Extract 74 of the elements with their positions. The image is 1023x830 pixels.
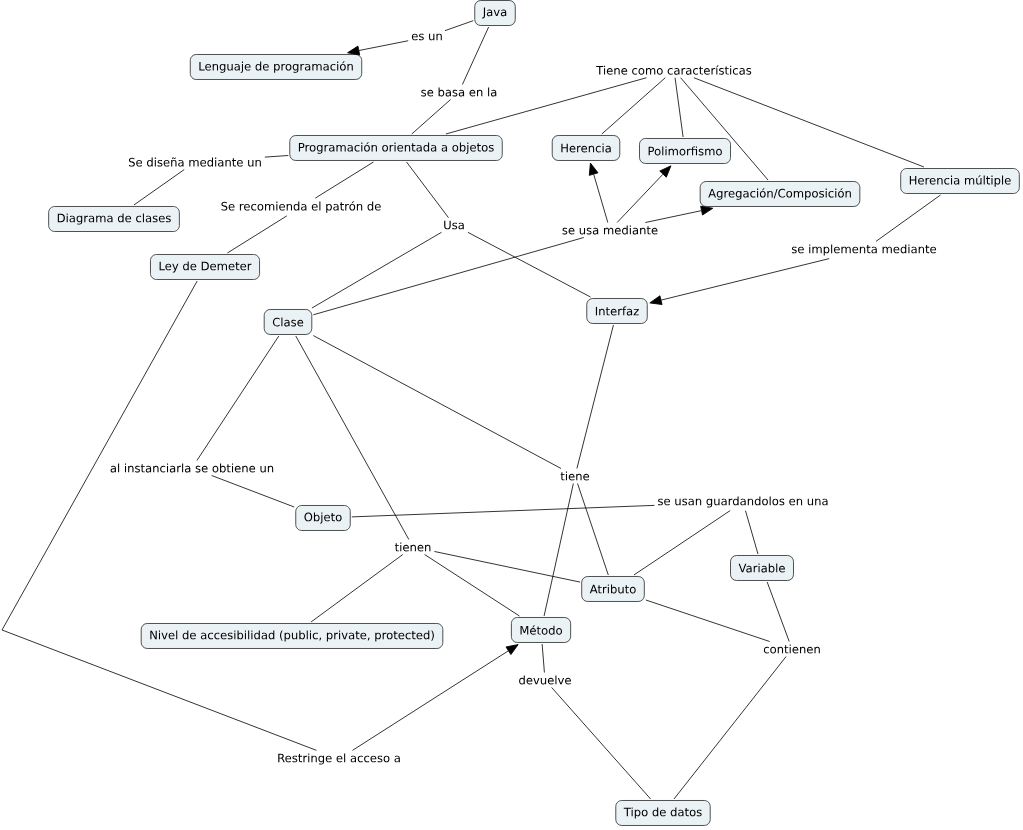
- concept-box: Objeto: [295, 505, 351, 531]
- concept-box: Tipo de datos: [615, 800, 711, 826]
- connector-line: [467, 231, 591, 298]
- concept-box: Java: [474, 0, 516, 26]
- concept-box: Programación orientada a objetos: [289, 135, 503, 161]
- arrow: [588, 162, 609, 223]
- concept-box: Lenguaje de programación: [189, 54, 363, 80]
- connector-line: [351, 504, 655, 518]
- linking-phrase: contienen: [763, 644, 820, 654]
- linking-phrase: se usan guardandolos en una: [658, 496, 828, 508]
- linking-phrase: tiene: [560, 471, 590, 481]
- connector-line: [543, 483, 574, 617]
- concept-box: Variable: [730, 555, 794, 581]
- concept-box: Ley de Demeter: [150, 254, 260, 280]
- connector-line: [434, 551, 581, 583]
- arrow: [616, 165, 672, 223]
- connector-line: [645, 599, 771, 642]
- linking-phrase: se usa mediante: [562, 225, 658, 235]
- concept-box: Herencia múltiple: [900, 168, 1020, 194]
- connector-line: [462, 26, 490, 85]
- connector-line: [311, 231, 442, 309]
- connector-line: [673, 656, 787, 800]
- arrow: [352, 644, 519, 751]
- connector-line: [312, 237, 585, 316]
- connector-line: [576, 324, 614, 469]
- connector-line: [445, 77, 647, 135]
- connector-line: [196, 335, 280, 461]
- connector-line: [227, 215, 288, 254]
- linking-phrase: Se diseña mediante un: [128, 157, 261, 167]
- concept-box: Diagrama de clases: [48, 206, 180, 232]
- connector-line: [633, 510, 731, 576]
- connector-line: [133, 169, 185, 206]
- connector-line: [551, 687, 651, 800]
- connector-line: [541, 643, 545, 673]
- concept-box: Nivel de accesibilidad (public, private, protected): [140, 623, 444, 649]
- connector-line: [693, 77, 925, 168]
- connector-line: [601, 77, 666, 135]
- connector-line: [310, 554, 404, 623]
- concept-box: Método: [511, 617, 572, 643]
- linking-phrase: al instanciarla se obtiene un: [110, 463, 274, 473]
- connector-line: [406, 161, 449, 219]
- connector-line: [264, 155, 289, 158]
- concept-box: Clase: [263, 309, 313, 335]
- concept-box: Polimorfismo: [639, 138, 731, 164]
- connector-line: [211, 475, 295, 508]
- linking-phrase: devuelve: [519, 675, 571, 685]
- linking-phrase: Usa: [444, 220, 464, 230]
- linking-phrase: Tiene como características: [596, 65, 752, 75]
- connector-line: [674, 77, 684, 138]
- connector-line: [424, 554, 520, 617]
- connector-line: [411, 99, 451, 135]
- connector-line: [745, 510, 759, 555]
- concept-box: Agregación/Composición: [699, 181, 861, 207]
- linking-phrase: Restringe el acceso a: [278, 753, 400, 765]
- linking-phrase: se implementa mediante: [791, 244, 937, 256]
- connector-line: [444, 20, 474, 32]
- connector-line: [295, 335, 410, 540]
- concept-box: Interfaz: [586, 298, 648, 324]
- linking-phrase: tienen: [394, 542, 431, 552]
- linking-phrase: es un: [411, 33, 442, 41]
- linking-phrase: se basa en la: [421, 87, 497, 97]
- connector-line: [1, 280, 317, 751]
- connector-line: [766, 581, 790, 642]
- arrow: [649, 258, 830, 305]
- connector-line: [680, 77, 769, 181]
- connector-line: [577, 483, 609, 576]
- concept-box: Atributo: [581, 576, 645, 602]
- connector-line: [312, 335, 562, 469]
- connector-line: [875, 194, 941, 242]
- arrow: [644, 205, 714, 223]
- linking-phrase: Se recomienda el patrón de: [221, 201, 381, 213]
- connector-line: [314, 161, 374, 199]
- concept-box: Herencia: [551, 135, 621, 161]
- arrow: [347, 40, 409, 56]
